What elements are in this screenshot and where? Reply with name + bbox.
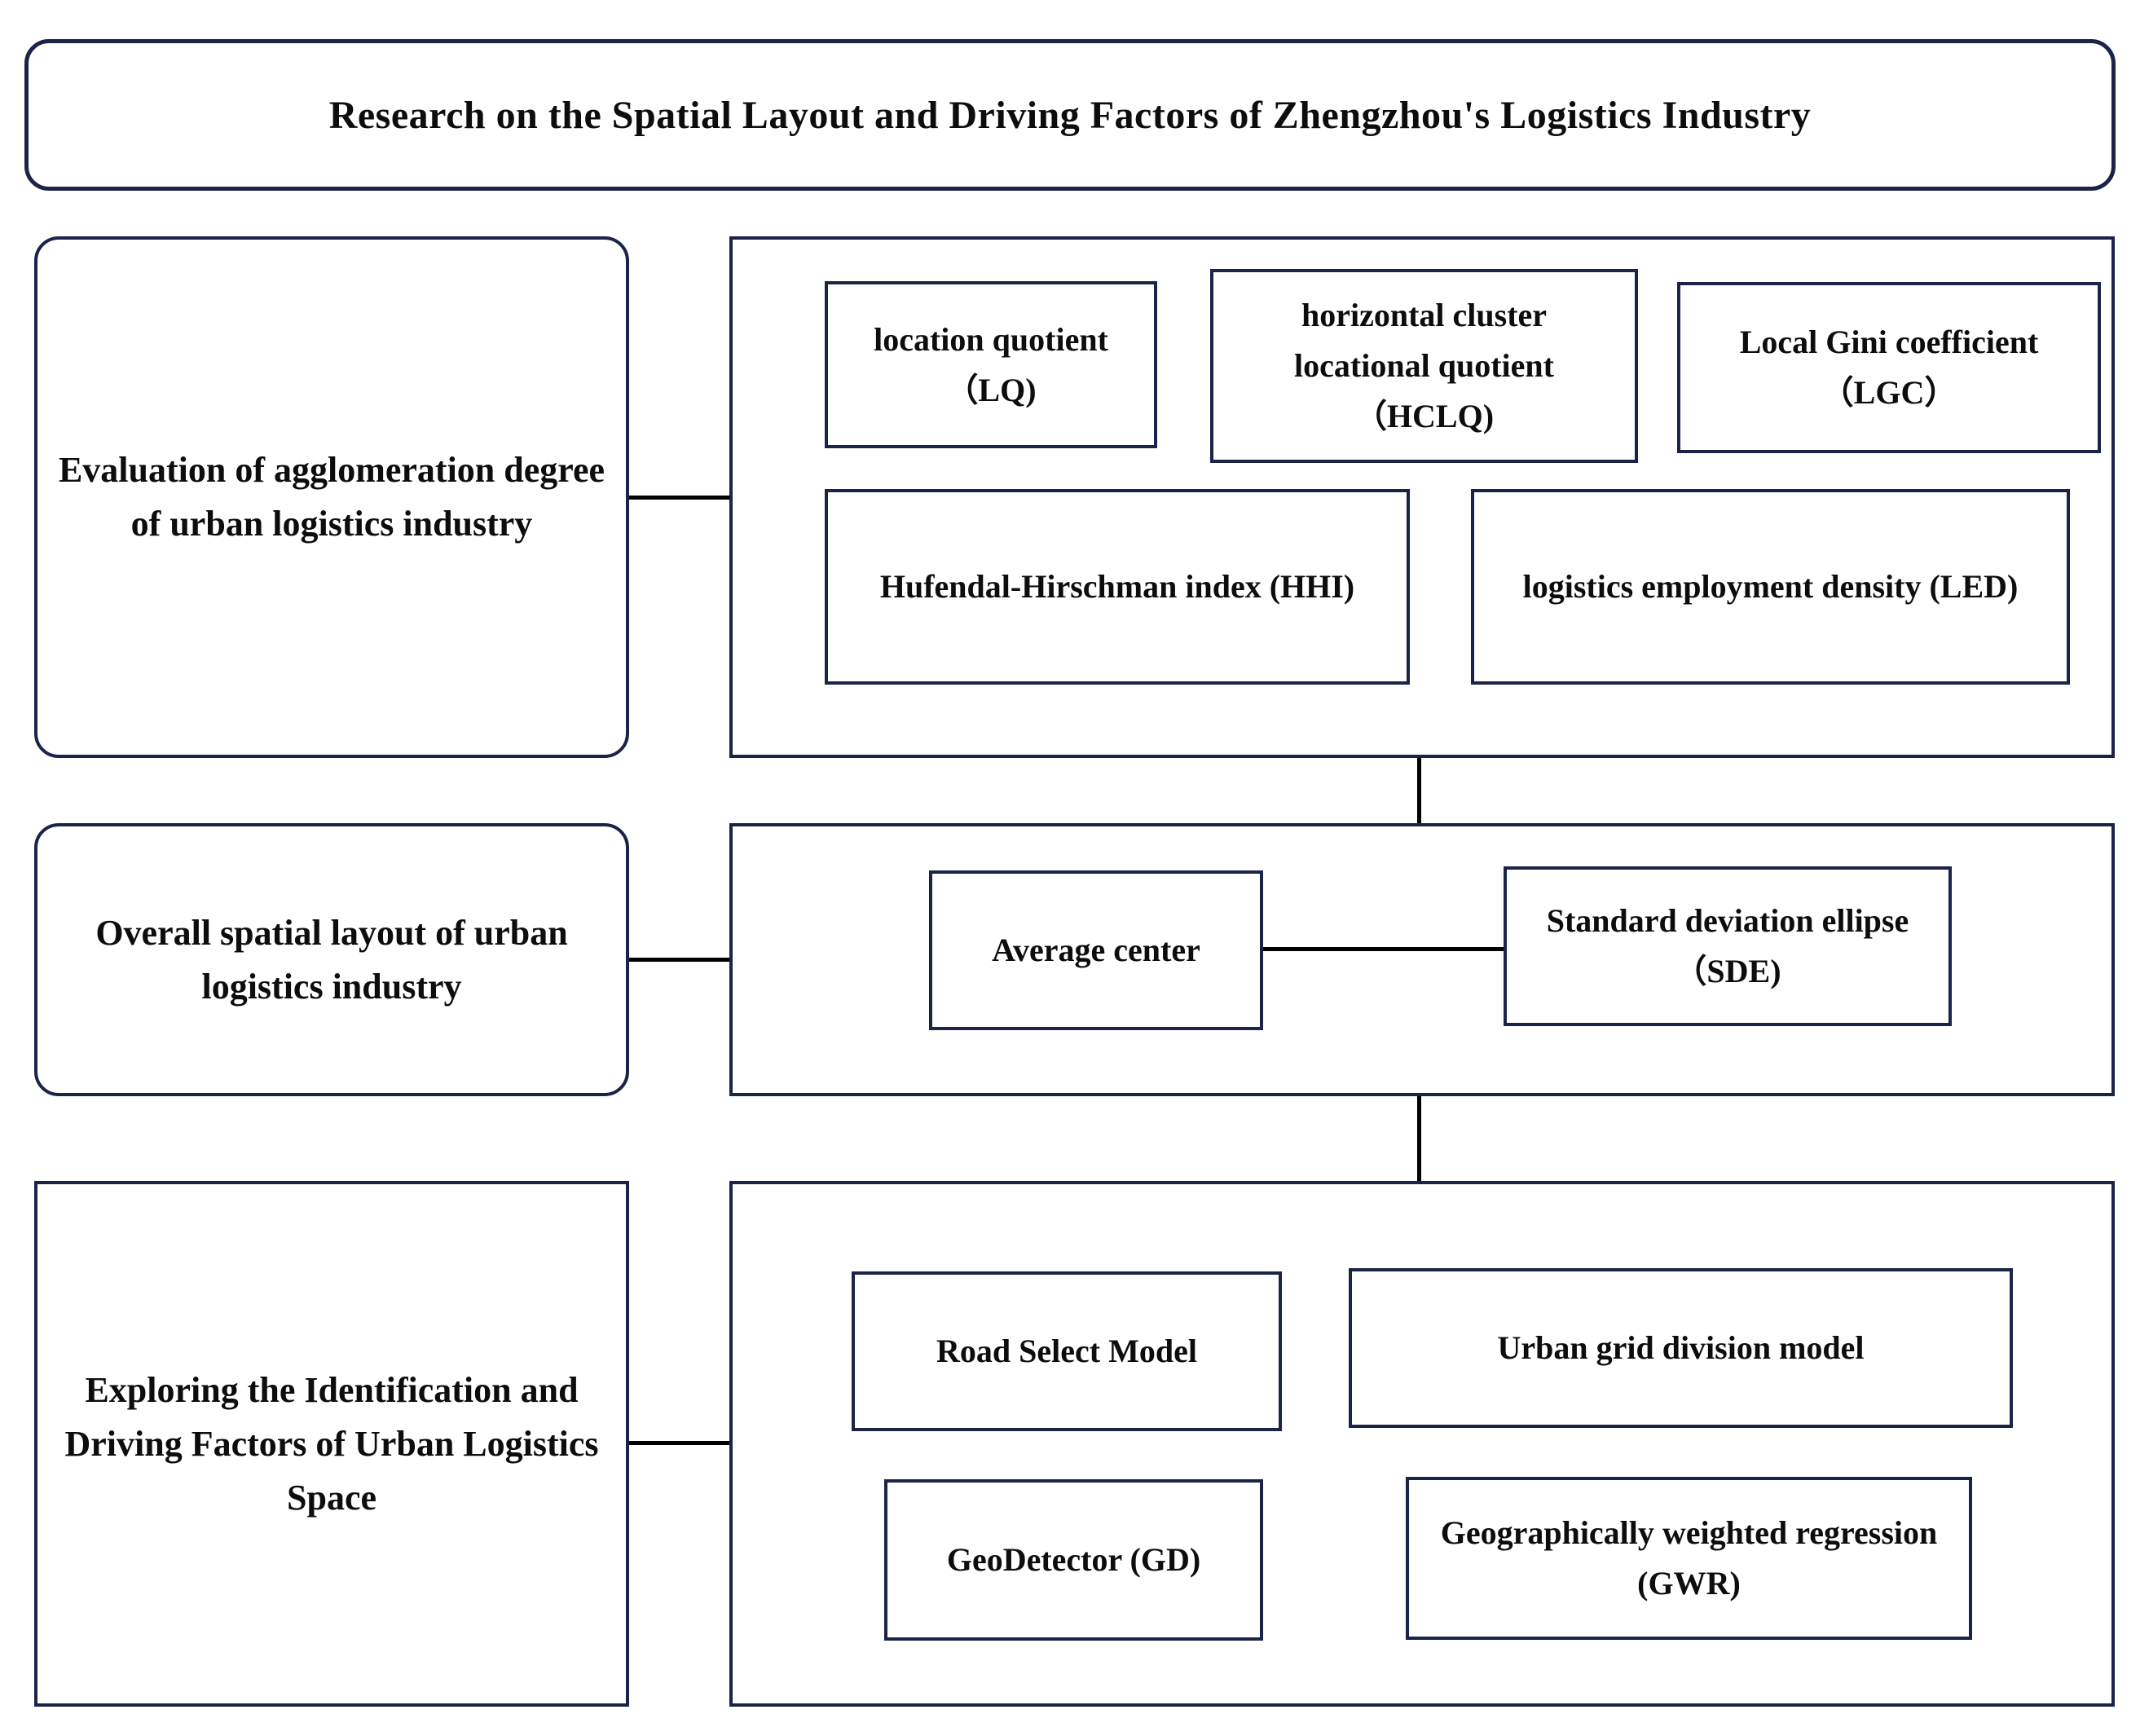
method-sde-box: Standard deviation ellipse（SDE) (1504, 866, 1952, 1026)
connector-section1-to-section2 (1417, 758, 1421, 823)
method-lgc-box: Local Gini coefficient（LGC） (1677, 282, 2101, 453)
method-hclq-label: horizontal cluster locational quotient（H… (1294, 297, 1554, 434)
method-gwr-label: Geographically weighted regression (GWR) (1440, 1514, 1938, 1602)
method-road-select-box: Road Select Model (852, 1271, 1282, 1431)
connector-section2-left-to-methods (629, 958, 731, 962)
connector-section3-left-to-methods (629, 1441, 731, 1445)
section-1-label-box: Evaluation of agglomeration degree of ur… (34, 236, 629, 758)
method-gwr-box: Geographically weighted regression (GWR) (1406, 1477, 1972, 1640)
method-led-box: logistics employment density (LED) (1471, 489, 2070, 685)
method-lq-box: location quotient（LQ) (825, 281, 1157, 448)
section-2-label-box: Overall spatial layout of urban logistic… (34, 823, 629, 1096)
method-hclq-box: horizontal cluster locational quotient（H… (1210, 269, 1638, 463)
method-average-center-label: Average center (992, 932, 1200, 968)
method-urban-grid-label: Urban grid division model (1497, 1329, 1865, 1366)
method-average-center-box: Average center (929, 870, 1263, 1030)
connector-section2-to-section3 (1417, 1096, 1421, 1181)
method-sde-label: Standard deviation ellipse（SDE) (1546, 902, 1909, 989)
connector-average-center-to-sde (1263, 947, 1504, 951)
method-geodetector-box: GeoDetector (GD) (884, 1479, 1263, 1641)
method-lq-label: location quotient（LQ) (874, 320, 1108, 408)
method-geodetector-label: GeoDetector (GD) (946, 1541, 1201, 1578)
method-urban-grid-box: Urban grid division model (1349, 1268, 2013, 1428)
method-lgc-label: Local Gini coefficient（LGC） (1739, 324, 2039, 411)
diagram-title-box: Research on the Spatial Layout and Drivi… (24, 39, 2116, 191)
connector-section1-left-to-methods (629, 496, 731, 500)
method-road-select-label: Road Select Model (936, 1333, 1197, 1369)
section-1-label: Evaluation of agglomeration degree of ur… (58, 450, 605, 544)
section-3-label-box: Exploring the Identification and Driving… (34, 1181, 629, 1707)
method-led-label: logistics employment density (LED) (1522, 568, 2019, 605)
diagram-title: Research on the Spatial Layout and Drivi… (328, 93, 1812, 137)
section-3-label: Exploring the Identification and Driving… (64, 1369, 599, 1518)
method-hhi-label: Hufendal-Hirschman index (HHI) (879, 568, 1355, 605)
section-2-label: Overall spatial layout of urban logistic… (95, 912, 568, 1007)
method-hhi-box: Hufendal-Hirschman index (HHI) (825, 489, 1410, 685)
